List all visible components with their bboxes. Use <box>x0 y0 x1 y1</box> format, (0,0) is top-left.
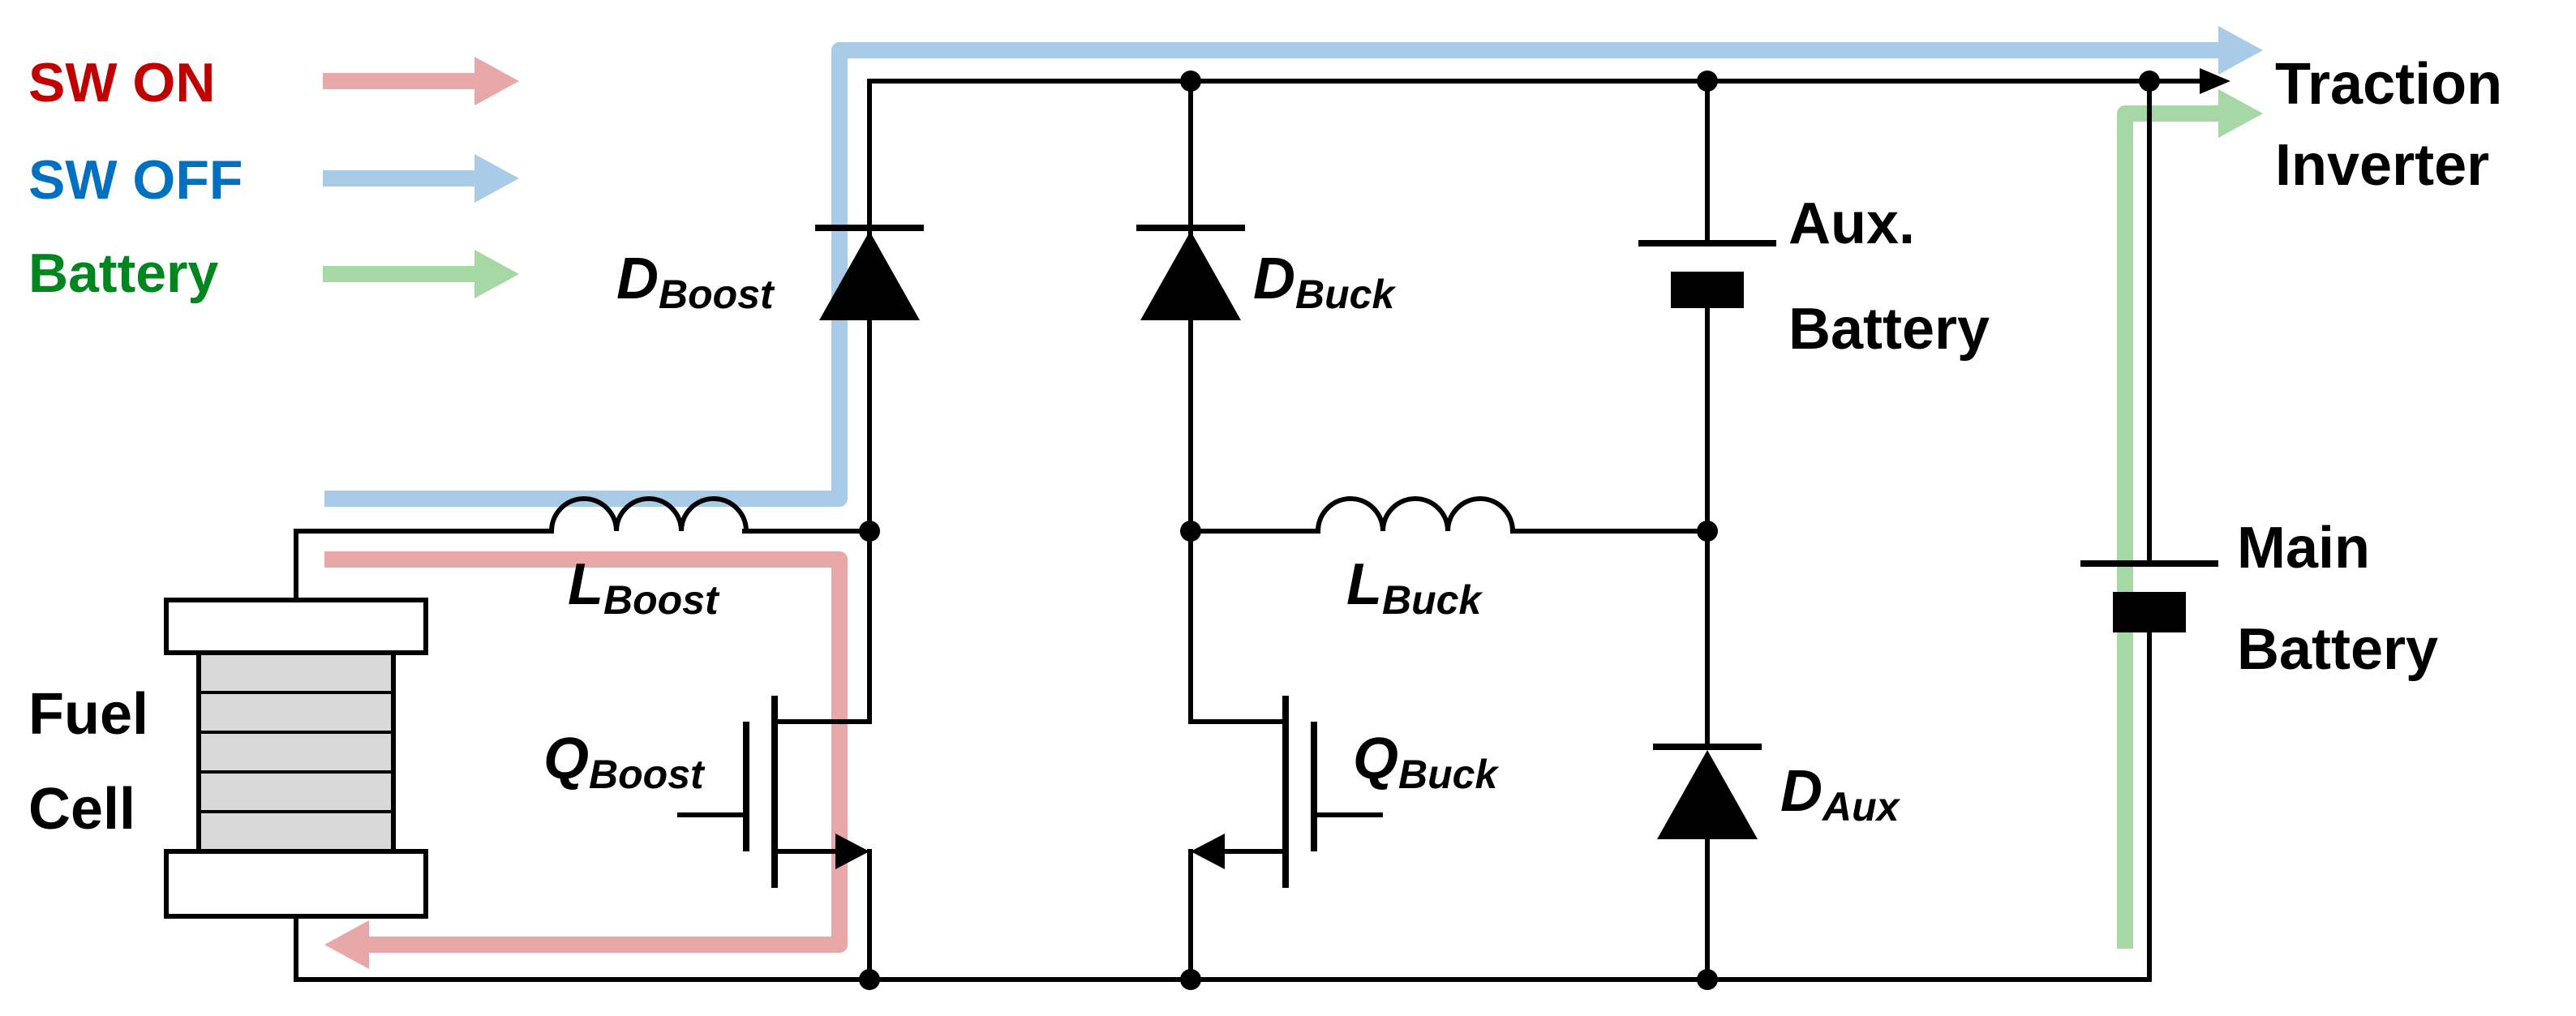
main-battery-symbol <box>2080 560 2218 632</box>
main-battery-label-line1: Main <box>2237 516 2370 581</box>
legend-sw-off-label: SW OFF <box>28 149 243 211</box>
aux-battery-symbol <box>1638 240 1776 308</box>
junction-bottom-buck <box>1180 969 1201 990</box>
battery-path <box>2117 105 2226 949</box>
d-buck-diode <box>1136 225 1245 320</box>
l-buck-label: LBuck <box>1346 552 1483 623</box>
sw-on-path-arrowhead <box>324 920 369 969</box>
junction-aux-node <box>1697 521 1718 542</box>
traction-inverter-label-line1: Traction <box>2275 52 2502 117</box>
current-paths <box>324 26 2263 969</box>
d-aux-label: DAux <box>1780 759 1901 830</box>
sw-off-path-arrowhead <box>2218 26 2263 75</box>
main-battery-label-line2: Battery <box>2237 617 2438 682</box>
d-buck-label: DBuck <box>1253 246 1396 317</box>
traction-inverter-label-line2: Inverter <box>2275 133 2489 198</box>
d-boost-label: DBoost <box>616 246 775 317</box>
fuel-cell-label-line2: Cell <box>28 777 135 842</box>
sw-on-path <box>324 551 848 953</box>
legend-sw-off-arrowhead <box>474 154 519 203</box>
junction-bottom-boost <box>859 969 880 990</box>
aux-battery-label-line2: Battery <box>1788 297 1990 362</box>
junction-buck-node <box>1180 521 1201 542</box>
fuel-cell-symbol <box>164 598 428 919</box>
q-buck-label: QBuck <box>1353 727 1499 797</box>
fuel-cell-top-lead <box>294 529 554 602</box>
junction-top-buck <box>1180 71 1201 92</box>
l-boost-inductor <box>548 496 749 534</box>
junction-top-main <box>2139 71 2160 92</box>
q-buck-mosfet <box>1191 696 1383 888</box>
legend: SW ON SW OFF Battery <box>28 52 519 304</box>
q-boost-label: QBoost <box>543 727 706 797</box>
l-boost-label: LBoost <box>568 552 720 623</box>
l-buck-inductor <box>1315 496 1516 534</box>
wires <box>294 68 2230 982</box>
battery-path-arrowhead <box>2218 89 2263 138</box>
junction-boost-node <box>859 521 880 542</box>
aux-battery-label-line1: Aux. <box>1788 191 1915 256</box>
q-boost-mosfet <box>677 696 869 888</box>
d-aux-diode <box>1653 744 1762 839</box>
junctions <box>859 71 2160 990</box>
junction-top-aux <box>1697 71 1718 92</box>
d-boost-diode <box>815 225 924 320</box>
junction-bottom-aux <box>1697 969 1718 990</box>
traction-arrowhead <box>2200 68 2230 94</box>
fuel-cell-label-line1: Fuel <box>28 682 148 747</box>
legend-battery-label: Battery <box>28 242 218 304</box>
legend-sw-on-label: SW ON <box>28 52 215 114</box>
legend-battery-arrowhead <box>474 250 519 298</box>
legend-sw-on-arrowhead <box>474 57 519 105</box>
